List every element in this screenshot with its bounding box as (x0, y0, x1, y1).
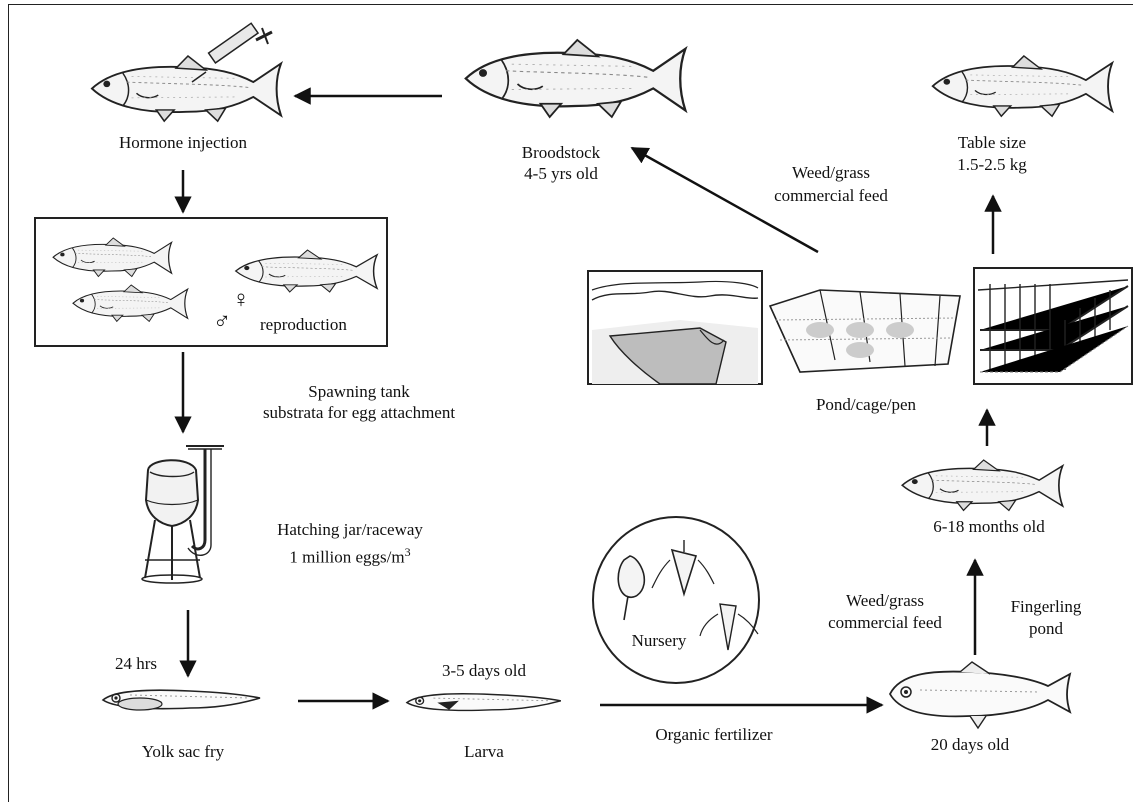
spawning-substrata-label: substrata for egg attachment (250, 402, 468, 423)
six-eighteen-months-fish-icon (902, 460, 1062, 510)
hatching-density-superscript: 3 (405, 545, 411, 559)
feed-nursery-label-2: commercial feed (815, 612, 955, 633)
pen-icon (974, 268, 1132, 384)
pond-cage-pen-label: Pond/cage/pen (796, 394, 936, 415)
feed-pond-label-1: Weed/grass (756, 162, 906, 183)
hormone-fish-icon (92, 56, 281, 121)
table-size-fish-icon (933, 56, 1113, 116)
twenty-days-fish-icon (890, 662, 1070, 728)
twenty-days-label: 20 days old (910, 734, 1030, 755)
months-old-label: 6-18 months old (914, 516, 1064, 537)
fingerling-label-1: Fingerling (996, 596, 1096, 617)
male-symbol: ♂ (202, 312, 242, 333)
feed-nursery-label-1: Weed/grass (815, 590, 955, 611)
yolk-sac-fry-icon (103, 690, 260, 710)
broodstock-label: Broodstock (506, 142, 616, 163)
hatching-density-text: 1 million eggs/m (289, 548, 404, 567)
broodstock-fish-icon (466, 40, 686, 117)
reproduction-label: reproduction (260, 314, 347, 335)
table-size-weight-label: 1.5-2.5 kg (932, 154, 1052, 175)
larva-icon (407, 694, 561, 711)
hrs-24-label: 24 hrs (115, 653, 157, 674)
nursery-circle (593, 517, 759, 683)
fingerling-label-2: pond (996, 618, 1096, 639)
cage-icon (770, 290, 960, 372)
hatching-density-label: 1 million eggs/m3 (250, 542, 450, 568)
broodstock-age-label: 4-5 yrs old (506, 163, 616, 184)
spawning-tank-label: Spawning tank (250, 381, 468, 402)
female-symbol: ♀ (226, 290, 256, 311)
larva-label: Larva (424, 741, 544, 762)
organic-fertilizer-label: Organic fertilizer (634, 724, 794, 745)
yolk-sac-fry-label: Yolk sac fry (118, 741, 248, 762)
hatching-jar-label: Hatching jar/raceway (250, 519, 450, 540)
nursery-label: Nursery (614, 630, 704, 651)
hatching-jar-icon (142, 446, 224, 583)
feed-pond-label-2: commercial feed (756, 185, 906, 206)
larva-age-label: 3-5 days old (424, 660, 544, 681)
table-size-label: Table size (942, 132, 1042, 153)
pond-scene-icon (588, 271, 762, 384)
hormone-injection-label: Hormone injection (100, 132, 266, 153)
